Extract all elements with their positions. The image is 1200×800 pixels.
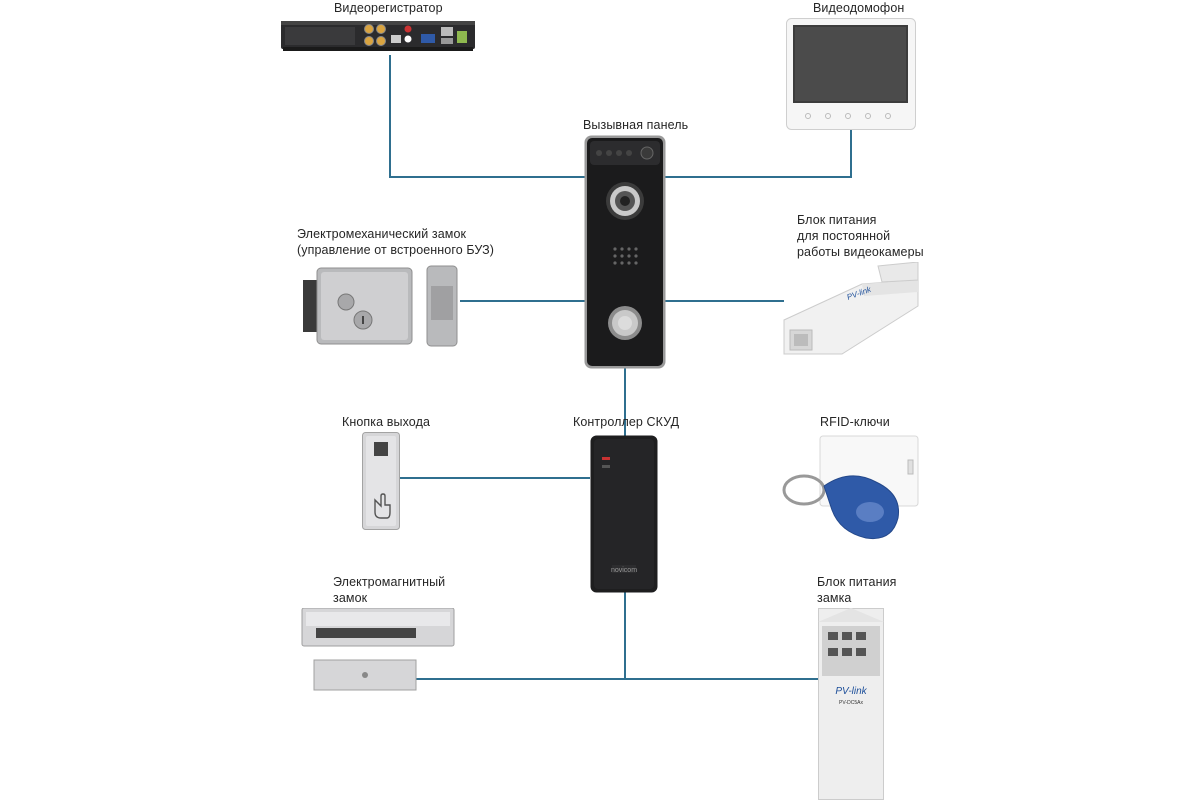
- rfid-keys-device: [780, 434, 920, 544]
- link-exit-button: [398, 477, 590, 479]
- magnetic-lock-label: Электромагнитный замок: [333, 574, 445, 606]
- em-lock-label-line1: Электромеханический замок: [297, 227, 467, 241]
- camera-psu-label-line3: работы видеокамеры: [797, 245, 924, 259]
- link-panel-controller: [624, 367, 626, 437]
- em-lock-label-line2: (управление от встроенного БУЗ): [297, 243, 495, 257]
- magnetic-lock-device: [298, 608, 458, 694]
- em-lock-device: [301, 262, 461, 348]
- controller-label: Контроллер СКУД: [573, 415, 680, 429]
- magnetic-lock-label-line2: замок: [333, 591, 368, 605]
- em-lock-label: Электромеханический замок (управление от…: [297, 226, 494, 258]
- link-monitor-vertical: [850, 130, 852, 178]
- camera-psu-label-line1: Блок питания: [797, 213, 877, 227]
- dvr-device: [281, 15, 475, 57]
- monitor-label: Видеодомофон: [813, 1, 905, 15]
- lock-psu-label: Блок питания замка: [817, 574, 897, 606]
- magnetic-lock-label-line1: Электромагнитный: [333, 575, 446, 589]
- controller-brand: novicom: [611, 567, 637, 574]
- lock-psu-label-line2: замка: [817, 591, 852, 605]
- dvr-label: Видеорегистратор: [334, 1, 443, 15]
- camera-psu-label: Блок питания для постоянной работы видео…: [797, 212, 924, 260]
- rfid-label: RFID-ключи: [820, 415, 890, 429]
- lock-psu-model: PV-DC5Ax: [839, 700, 863, 706]
- link-monitor-horizontal: [664, 176, 852, 178]
- link-dvr-vertical: [389, 55, 391, 178]
- camera-psu-label-line2: для постоянной: [797, 229, 891, 243]
- camera-psu-device: PV-link: [782, 262, 920, 362]
- link-dvr-horizontal: [389, 176, 585, 178]
- call-panel-device: [584, 135, 666, 369]
- access-controller-device: novicom: [590, 435, 658, 593]
- lock-psu-device: PV-link PV-DC5Ax: [818, 608, 884, 800]
- lock-psu-label-line1: Блок питания: [817, 575, 897, 589]
- exit-button-device: [362, 432, 400, 530]
- link-emlock: [460, 300, 585, 302]
- call-panel-label: Вызывная панель: [583, 118, 689, 132]
- exit-button-label: Кнопка выхода: [342, 415, 431, 429]
- link-camera-psu: [664, 300, 784, 302]
- link-controller-bottom: [624, 592, 626, 680]
- link-bottom-bus: [415, 678, 821, 680]
- lock-psu-brand: PV-link: [835, 686, 867, 697]
- intercom-monitor-device: [786, 18, 916, 130]
